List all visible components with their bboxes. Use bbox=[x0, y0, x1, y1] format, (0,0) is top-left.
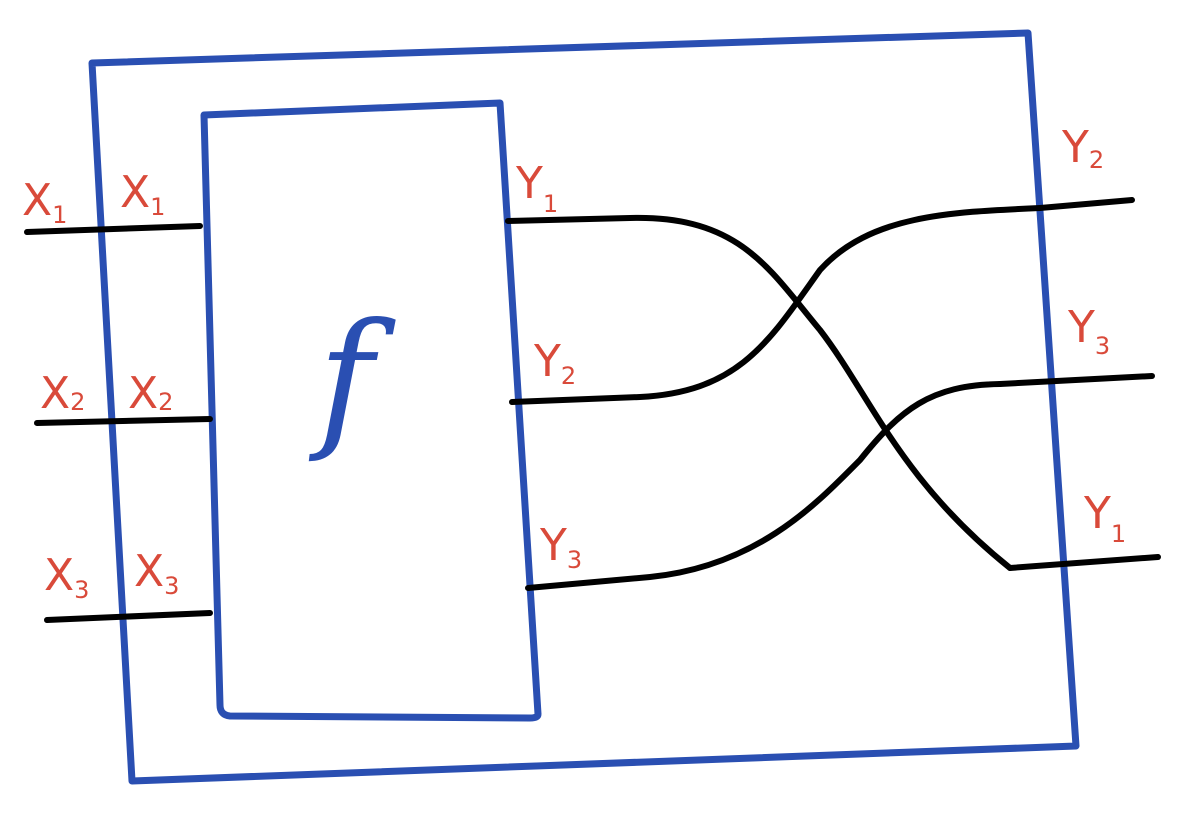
outer-box bbox=[88, 29, 1080, 785]
input-wire-x3 bbox=[44, 610, 213, 623]
label-x1-outer: X1 bbox=[22, 175, 67, 229]
label-y3-outer: Y3 bbox=[1067, 302, 1110, 360]
label-x3-inner: X3 bbox=[134, 546, 179, 600]
label-y1-outer: Y1 bbox=[1083, 488, 1126, 548]
label-x2-inner: X2 bbox=[128, 368, 173, 419]
output-wire-y2 bbox=[509, 205, 1043, 405]
label-x1-inner: X1 bbox=[120, 167, 165, 221]
label-y3-inner: Y3 bbox=[539, 520, 582, 574]
function-box bbox=[200, 99, 542, 722]
function-label: f bbox=[308, 292, 396, 466]
outer-output-wire-y2 bbox=[1037, 197, 1135, 211]
input-wire-x2 bbox=[34, 416, 213, 426]
output-wire-y1 bbox=[505, 214, 1013, 571]
output-wire-y3 bbox=[525, 381, 1003, 591]
label-y1-inner: Y1 bbox=[515, 158, 558, 218]
label-y2-outer: Y2 bbox=[1061, 122, 1104, 174]
outer-output-wire-y3 bbox=[997, 373, 1155, 387]
label-y2-inner: Y2 bbox=[533, 336, 576, 390]
label-x3-outer: X3 bbox=[44, 550, 89, 604]
input-wire-x1 bbox=[24, 223, 203, 235]
label-x2-outer: X2 bbox=[40, 368, 85, 419]
outer-output-wire-y1 bbox=[1007, 554, 1161, 571]
